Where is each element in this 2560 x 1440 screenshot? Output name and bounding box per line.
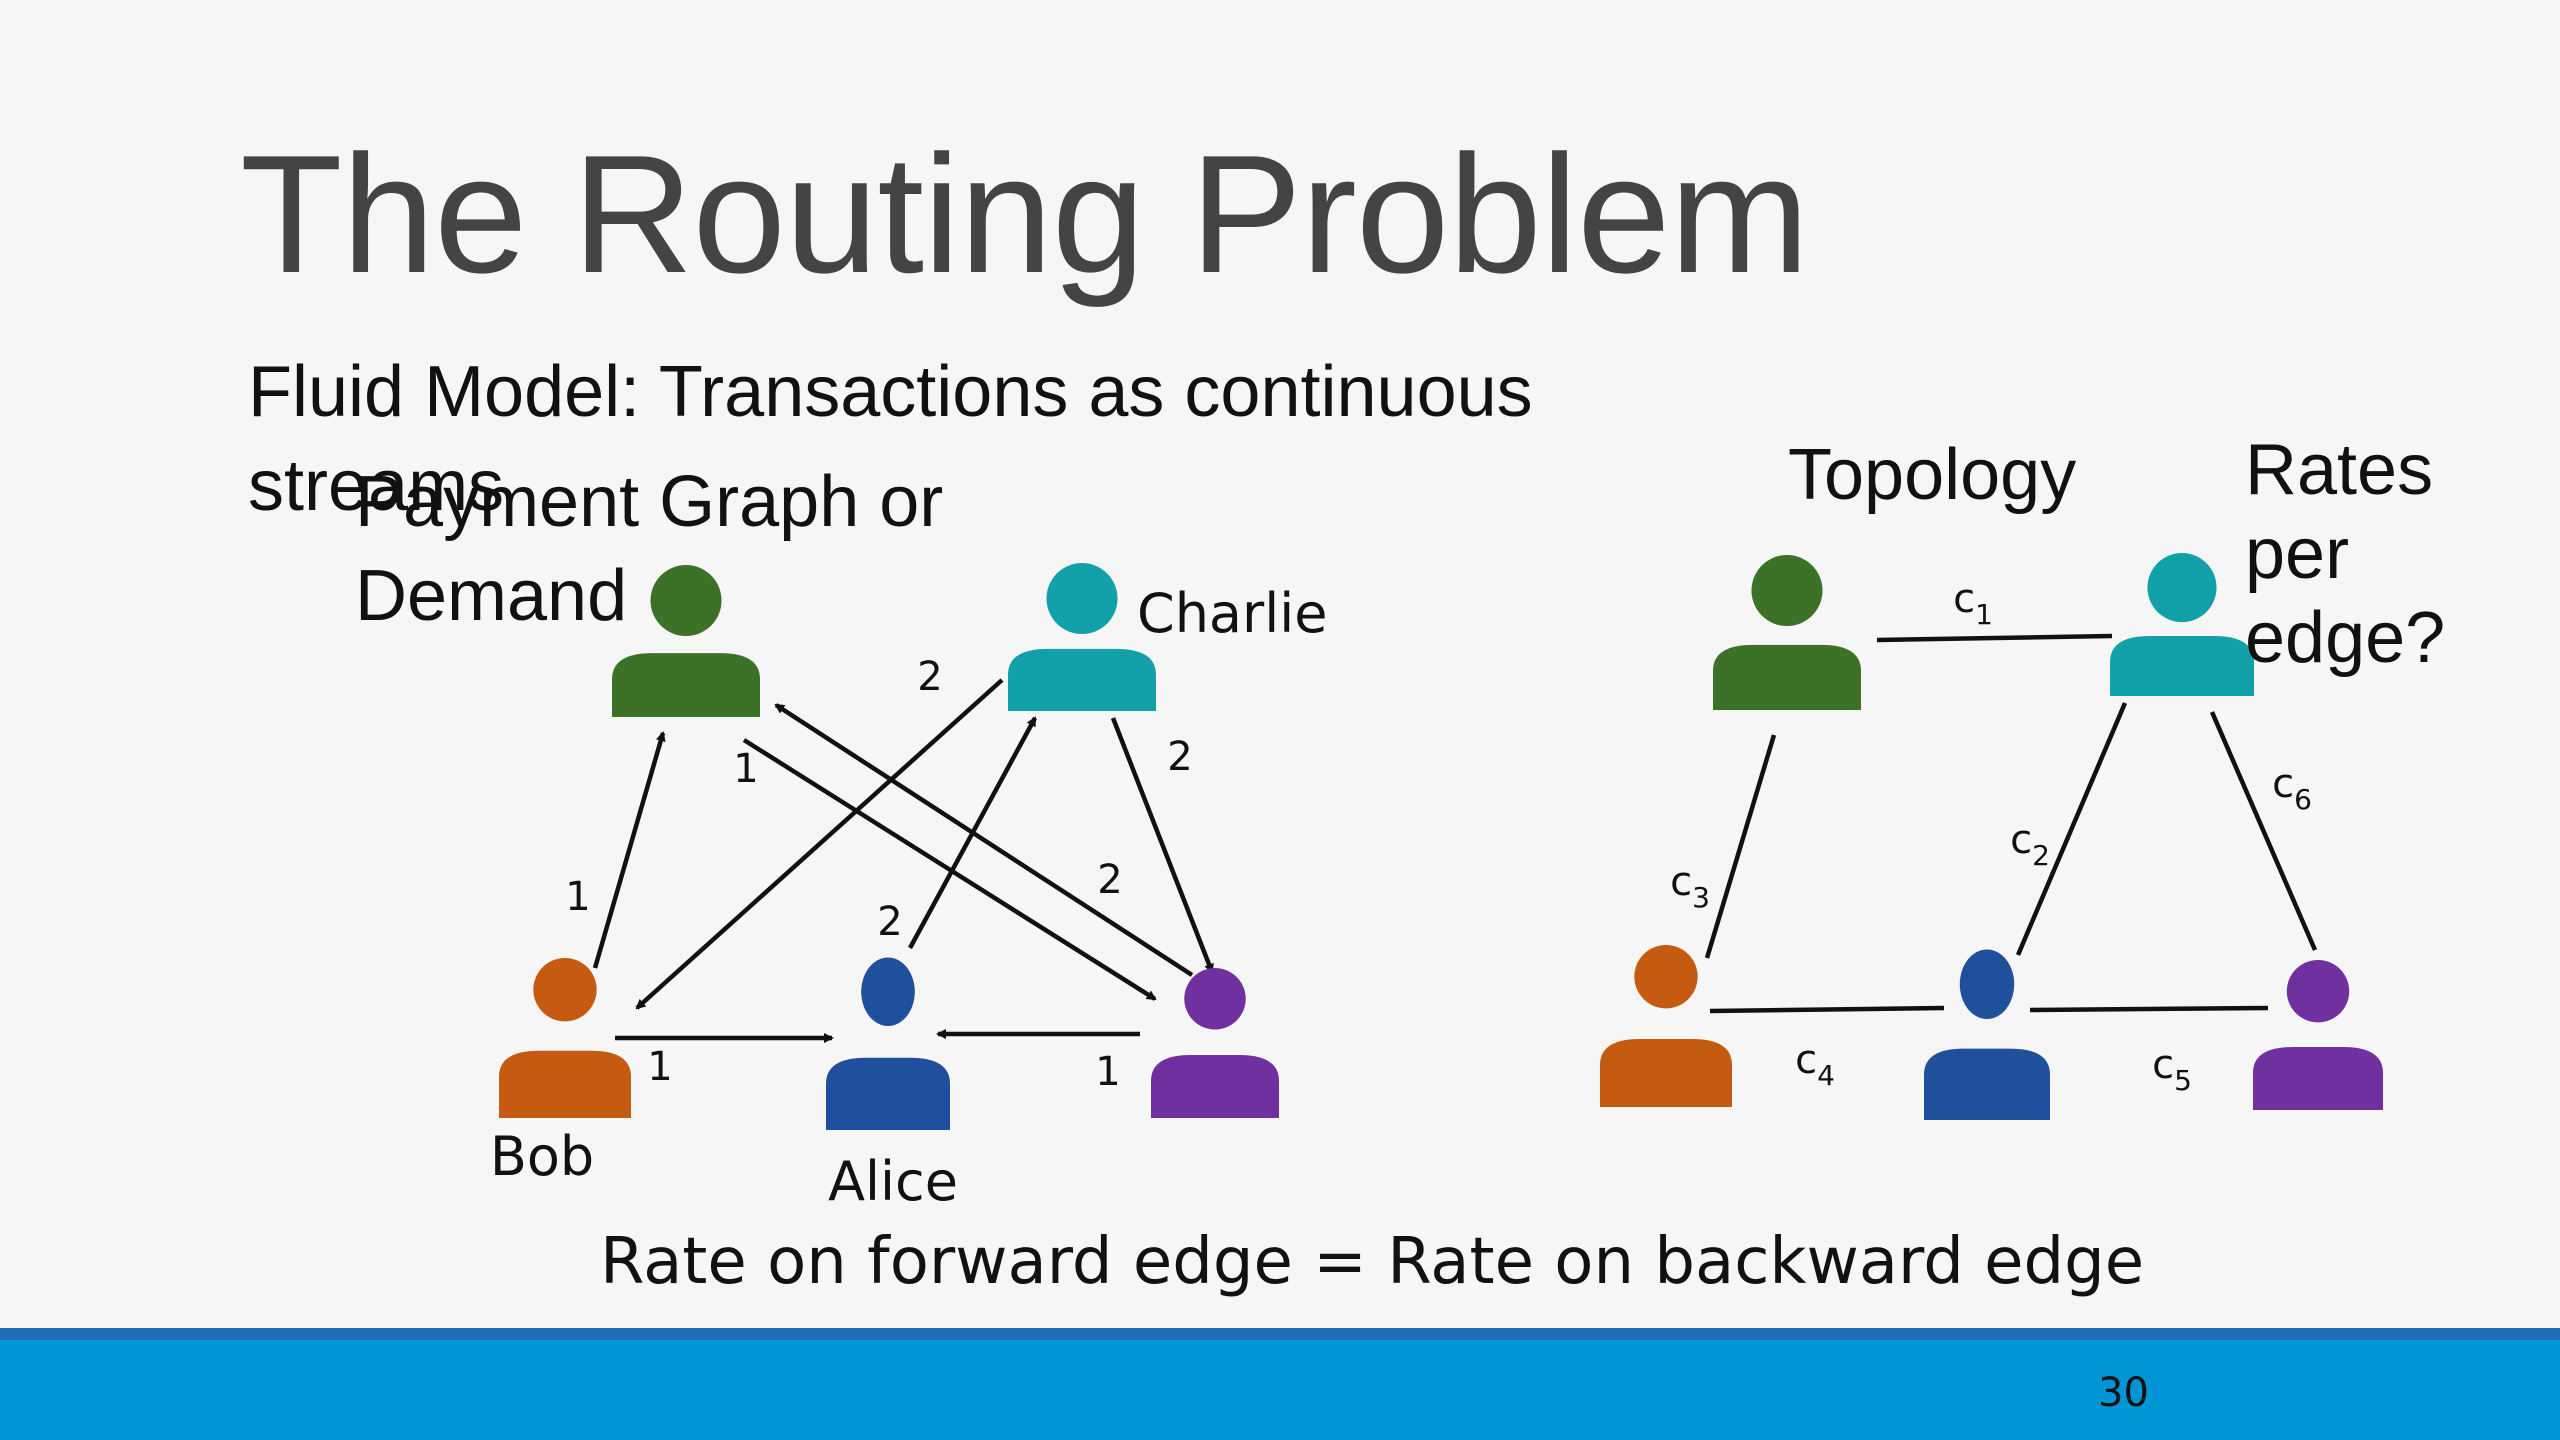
topology-person-orange-icon	[1600, 945, 1732, 1107]
topology-edge-blue-purple	[2029, 1005, 2269, 1013]
edge-charlie-purple-arrow	[1110, 717, 1215, 974]
edge-rate-charlie-bob: 2	[917, 654, 942, 700]
person-head	[861, 957, 915, 1026]
person-charlie-icon	[1008, 563, 1156, 711]
topology-edge-teal-blue	[2015, 702, 2128, 956]
person-head	[1751, 555, 1823, 627]
person-purple-icon	[1151, 968, 1279, 1118]
person-body	[1713, 644, 1861, 710]
slide-title: The Routing Problem	[240, 120, 1809, 308]
page-number: 30	[2098, 1370, 2149, 1416]
edge-rate-alice-charlie: 2	[877, 899, 902, 945]
person-body	[826, 1057, 950, 1130]
capacity-subscript: 2	[2032, 839, 2050, 872]
edge-charlie-bob-arrow	[635, 678, 1004, 1010]
edge-green-purple-arrow	[742, 738, 1157, 1001]
node-label-alice: Alice	[828, 1150, 958, 1213]
topology-nodes	[1600, 553, 2383, 1120]
person-head	[533, 958, 597, 1022]
person-body	[1600, 1038, 1732, 1107]
edge-rate-purple-alice: 1	[1095, 1049, 1120, 1095]
capacity-label-green-orange: c3	[1670, 859, 1710, 914]
person-body	[1151, 1055, 1279, 1118]
topology-person-green-icon	[1713, 555, 1861, 710]
person-head	[650, 565, 722, 637]
person-head	[2147, 553, 2217, 623]
edge-rate-purple-green: 2	[1097, 857, 1122, 903]
person-body	[612, 653, 760, 717]
payment-graph-title: Payment Graph or Demand	[355, 462, 944, 636]
capacity-label-orange-blue: c4	[1795, 1037, 1835, 1092]
capacity-label-blue-purple: c5	[2152, 1042, 2192, 1097]
person-green-icon	[612, 565, 760, 717]
person-alice-icon	[826, 957, 950, 1130]
capacity-subscript: 1	[1975, 598, 1993, 631]
slide-subtitle: Fluid Model: Transactions as continuous …	[248, 352, 1533, 526]
person-body	[1924, 1048, 2050, 1120]
edge-rate-green-purple: 1	[733, 746, 758, 792]
capacity-subscript: 6	[2294, 783, 2312, 816]
person-head	[1634, 945, 1698, 1009]
node-label-bob: Bob	[490, 1125, 594, 1188]
capacity-label-teal-purple: c6	[2272, 761, 2312, 816]
edge-bob-green-arrow	[592, 731, 666, 969]
node-label-charlie: Charlie	[1137, 582, 1327, 645]
person-body	[2110, 635, 2254, 696]
topology-edge-green-teal	[1876, 633, 2113, 643]
edge-alice-charlie-arrow	[908, 716, 1037, 950]
topology-person-teal-icon	[2110, 553, 2254, 696]
footer-bar	[0, 1340, 2560, 1440]
capacity-label-teal-blue: c2	[2010, 817, 2050, 872]
person-head	[2286, 960, 2350, 1023]
person-bob-icon	[499, 958, 631, 1118]
capacity-subscript: 4	[1817, 1059, 1835, 1092]
topology-edge-green-orange	[1704, 734, 1777, 959]
person-head	[1959, 949, 2015, 1020]
edge-rate-bob-alice: 1	[647, 1044, 672, 1090]
footer-accent-line	[0, 1328, 2560, 1340]
topology-title: Topology	[1788, 435, 2077, 515]
person-body	[2253, 1047, 2383, 1110]
capacity-subscript: 3	[1692, 881, 1710, 914]
capacity-subscript: 5	[2174, 1064, 2192, 1097]
person-body	[1008, 648, 1156, 711]
topology-edge-orange-blue	[1709, 1005, 1945, 1014]
topology-edge-teal-purple	[2209, 711, 2318, 951]
person-head	[1046, 563, 1118, 635]
person-head	[1184, 968, 1246, 1030]
person-body	[499, 1050, 631, 1118]
topology-person-blue-icon	[1924, 949, 2050, 1120]
edge-purple-green-arrow	[774, 703, 1194, 977]
payment-graph-edges: 1 1 2 2 2 2 1 1	[565, 654, 1215, 1095]
capacity-label-green-teal: c1	[1953, 576, 1993, 631]
rates-per-edge-note: Rates per edge?	[2245, 430, 2446, 678]
edge-rate-charlie-purple: 2	[1167, 734, 1192, 780]
edge-rate-bob-green: 1	[565, 874, 590, 920]
topology-person-purple-icon	[2253, 960, 2383, 1110]
bottom-caption: Rate on forward edge = Rate on backward …	[600, 1225, 2145, 1299]
